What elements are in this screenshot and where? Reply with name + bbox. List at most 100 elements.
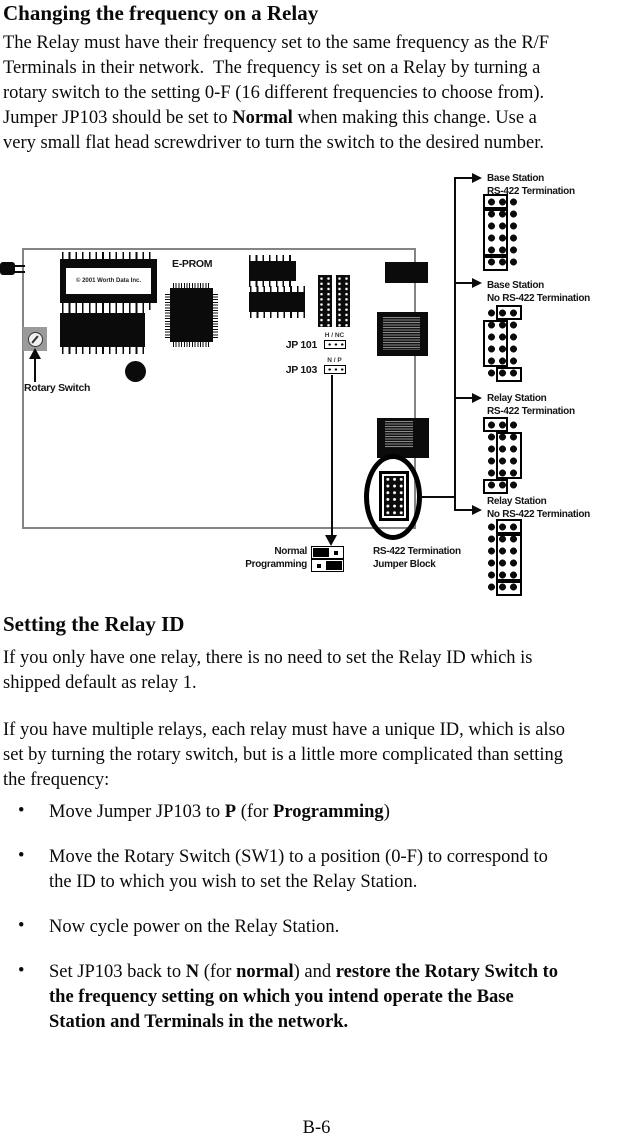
jumper-pin-grid bbox=[483, 417, 522, 494]
rotary-switch-label: Rotary Switch bbox=[24, 382, 91, 394]
text-run: (for bbox=[199, 962, 237, 982]
ic-pins bbox=[250, 312, 305, 318]
edge-connector bbox=[385, 262, 428, 283]
rotary-arrow-head-icon bbox=[29, 348, 41, 359]
edge-connector-ribbon bbox=[377, 312, 428, 356]
text-run: ) and bbox=[293, 962, 336, 982]
jumper-cap bbox=[325, 561, 342, 570]
connector-contacts bbox=[383, 317, 420, 350]
pointer-branch bbox=[455, 177, 474, 179]
ic-pins bbox=[250, 286, 305, 292]
rotary-switch bbox=[23, 327, 47, 351]
text-run: P bbox=[224, 802, 237, 822]
text-run: Terminals in their network. The frequenc… bbox=[3, 58, 541, 78]
bullet-text: Now cycle power on the Relay Station. bbox=[49, 917, 339, 937]
open-pin bbox=[330, 548, 342, 557]
qfp-pins bbox=[173, 342, 210, 347]
text-run: the ID to which you wish to set the Rela… bbox=[49, 872, 418, 892]
text-run: the frequency: bbox=[3, 770, 110, 790]
led-lead bbox=[14, 271, 25, 273]
relay-id-paragraph-1: If you only have one relay, there is no … bbox=[3, 646, 533, 696]
jumper-diagram-label-line1: Relay Station bbox=[487, 496, 547, 507]
arrow-right-icon bbox=[472, 278, 482, 288]
intro-paragraph: The Relay must have their frequency set … bbox=[3, 31, 549, 156]
eprom-label-window: © 2001 Worth Data Inc. bbox=[66, 268, 151, 294]
edge-connector-ribbon bbox=[377, 418, 429, 458]
text-run: Move Jumper JP103 to bbox=[49, 802, 225, 822]
jumper-cap-outline-bottom bbox=[496, 581, 522, 596]
text-run: Jumper JP103 should be set to bbox=[3, 108, 233, 128]
pointer-branch bbox=[455, 509, 474, 511]
jumper-cap-outline-bottom bbox=[483, 479, 508, 494]
text-run: If you only have one relay, there is no … bbox=[3, 648, 533, 668]
bullet-item: • Set JP103 back to N (for normal) and re… bbox=[0, 960, 633, 1035]
normal-jumper-icon bbox=[311, 546, 344, 559]
pin-header bbox=[318, 275, 332, 327]
arrow-right-icon bbox=[472, 505, 482, 515]
led-component bbox=[0, 262, 15, 275]
jumper-cap-outline-bottom bbox=[483, 256, 508, 271]
text-run: rotary switch to the setting 0-F (16 dif… bbox=[3, 83, 545, 103]
text-run: If you have multiple relays, each relay … bbox=[3, 720, 566, 740]
jp103-pointer-line bbox=[331, 375, 333, 536]
open-pin bbox=[313, 561, 325, 570]
bullet-marker: • bbox=[18, 846, 25, 866]
pointer-branch bbox=[455, 397, 474, 399]
jumper-cap-outline-mid bbox=[483, 209, 508, 256]
ic-pins bbox=[62, 306, 144, 313]
jumper-cap-outline-mid bbox=[496, 432, 522, 479]
text-run: the frequency setting on which you inten… bbox=[49, 987, 514, 1007]
capacitor-component bbox=[125, 361, 146, 382]
eprom-chip: © 2001 Worth Data Inc. bbox=[60, 259, 157, 303]
rotary-switch-dial bbox=[27, 331, 43, 347]
jumper-cap-outline-top bbox=[496, 519, 522, 534]
qfp-pins bbox=[213, 292, 218, 338]
jp101-label: JP 101 bbox=[285, 339, 318, 351]
arrow-right-icon bbox=[472, 393, 482, 403]
jumper-diagram-label-line1: Base Station bbox=[487, 173, 544, 184]
jumper-diagram-label-line2: No RS-422 Termination bbox=[487, 293, 590, 304]
text-run: when making this change. Use a bbox=[292, 108, 537, 128]
bullet-item: •Move Jumper JP103 to P (for Programming… bbox=[0, 800, 633, 825]
arrow-down-icon bbox=[325, 535, 337, 546]
jumper-pin-grid bbox=[486, 519, 522, 596]
jumper-diagram-label-line1: Base Station bbox=[487, 280, 544, 291]
bullet-marker: • bbox=[18, 961, 25, 981]
jumper-cap-outline-mid bbox=[483, 320, 508, 367]
bullet-item: • Move the Rotary Switch (SW1) to a posit… bbox=[0, 845, 633, 895]
jumper-cap bbox=[313, 548, 330, 557]
jumper-cap-outline-top bbox=[483, 417, 508, 432]
jumper-diagram-label-line1: Relay Station bbox=[487, 393, 547, 404]
jumper-cap-outline-top bbox=[496, 305, 522, 320]
text-run: Station and Terminals in the network. bbox=[49, 1012, 349, 1032]
arrow-right-icon bbox=[472, 173, 482, 183]
text-run: N bbox=[185, 962, 200, 982]
jumper-cap-outline-mid bbox=[496, 534, 522, 581]
bullet-list: •Move Jumper JP103 to P (for Programming… bbox=[0, 800, 633, 1055]
ic-chip bbox=[60, 313, 145, 347]
led-lead bbox=[14, 265, 25, 267]
text-run: ) bbox=[383, 802, 390, 822]
rotary-arrow bbox=[34, 357, 36, 382]
jumper-diagram-label-line2: RS-422 Termination bbox=[487, 406, 575, 417]
jumper-diagram-label-line2: RS-422 Termination bbox=[487, 186, 575, 197]
page-number: B-6 bbox=[302, 1118, 331, 1138]
bullet-text: Move the Rotary Switch (SW1) to a positi… bbox=[49, 847, 548, 892]
pointer-spine bbox=[454, 177, 456, 511]
text-run: set by turning the rotary switch, but is… bbox=[3, 745, 564, 765]
jp103-jumper bbox=[324, 365, 346, 374]
jp101-pin-names: H / NC bbox=[324, 332, 345, 339]
page-title: Changing the frequency on a Relay bbox=[3, 1, 319, 25]
connector-contacts bbox=[385, 421, 413, 448]
bullet-text: Set JP103 back to N (for normal) and res… bbox=[49, 962, 558, 1032]
jp103-pin-names: N / P bbox=[327, 357, 342, 364]
jp101-jumper bbox=[324, 340, 346, 349]
relay-id-paragraph-2: If you have multiple relays, each relay … bbox=[3, 718, 565, 793]
circuit-board-outline bbox=[22, 248, 416, 529]
eprom-label: E-PROM bbox=[172, 258, 213, 270]
ic-pins bbox=[249, 255, 296, 261]
